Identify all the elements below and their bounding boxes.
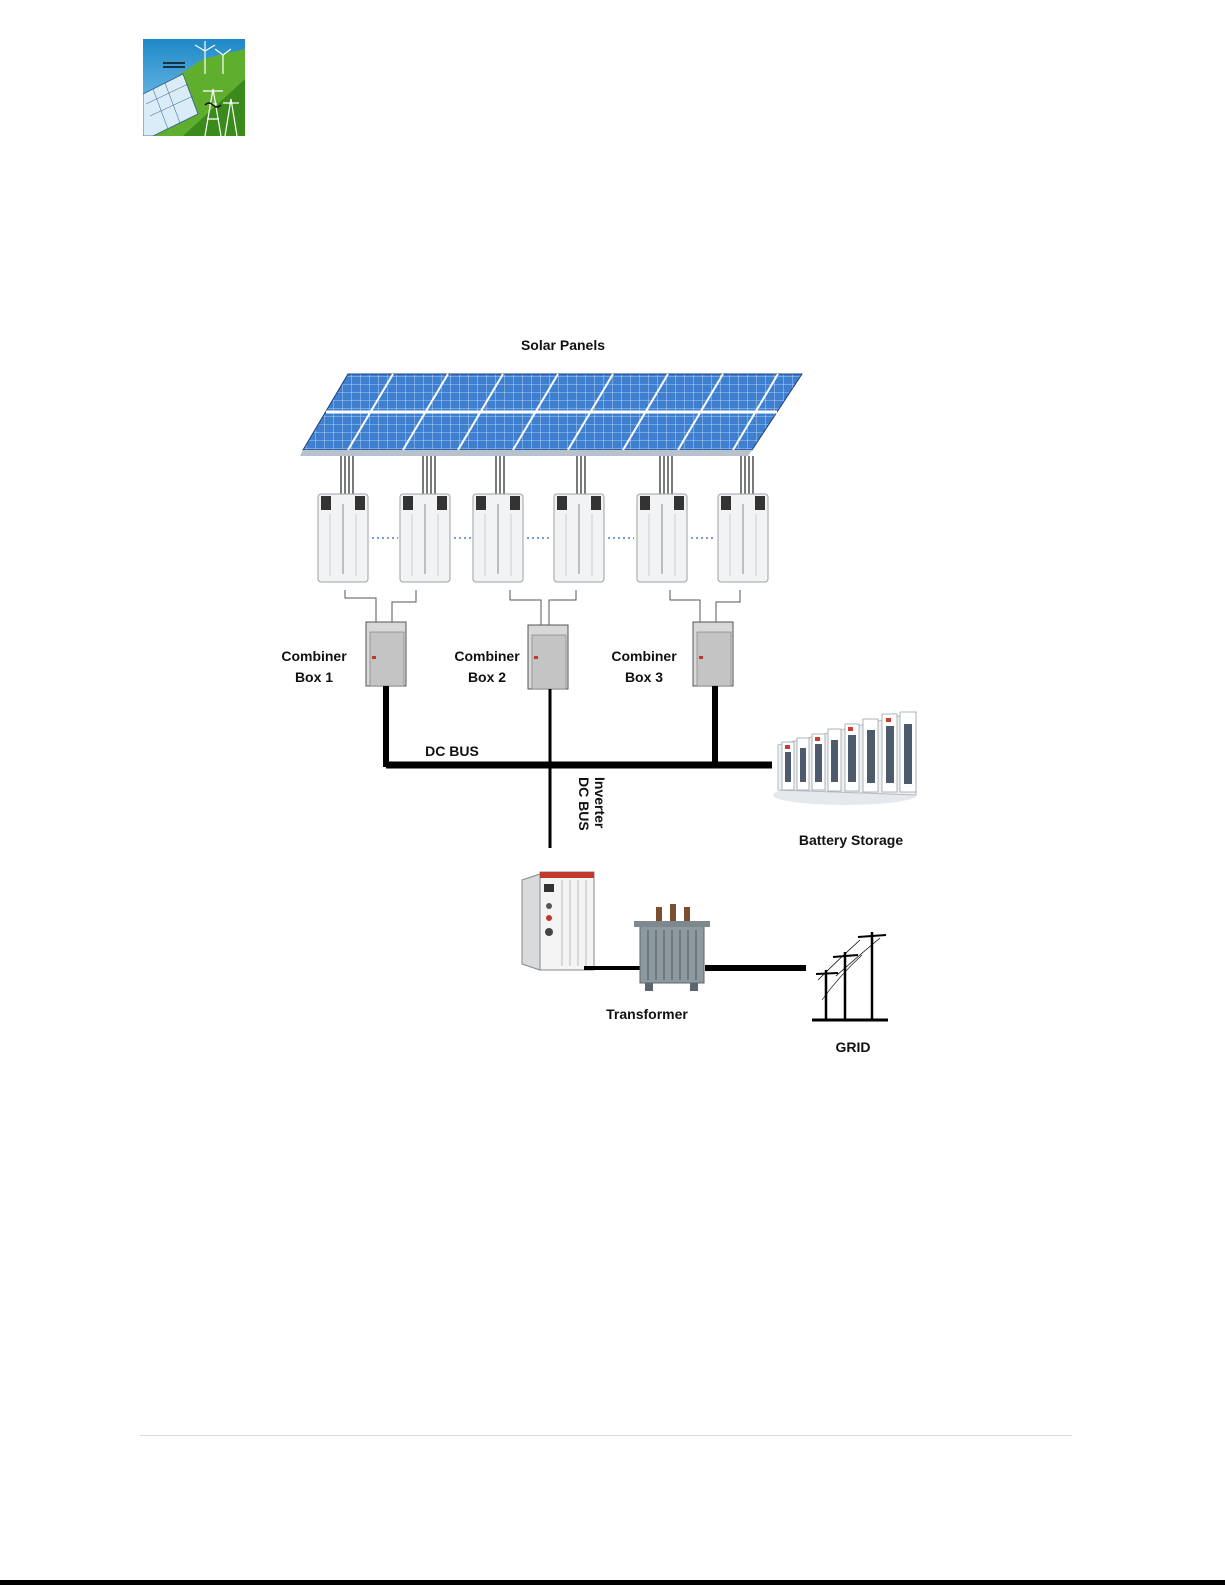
battery-storage-label: Battery Storage xyxy=(799,832,903,848)
central-inverter xyxy=(522,872,594,970)
page-bottom-edge xyxy=(0,1580,1225,1585)
combiner-box-2 xyxy=(528,625,568,689)
string-inverter xyxy=(718,494,768,582)
combiner-3-label-line1: Combiner xyxy=(611,648,677,664)
inverter-combiner-wires xyxy=(345,590,740,625)
combiner-box-1 xyxy=(366,622,406,686)
string-inverter xyxy=(554,494,604,582)
string-inverter xyxy=(637,494,687,582)
panel-cables xyxy=(341,456,753,500)
combiner-1-label-line2: Box 1 xyxy=(295,669,333,685)
grid-poles xyxy=(812,932,888,1020)
solar-panel-array xyxy=(300,374,802,456)
footer-divider xyxy=(140,1435,1072,1436)
solar-panels-label: Solar Panels xyxy=(521,337,605,353)
grid-label: GRID xyxy=(836,1039,871,1055)
transformer xyxy=(634,904,710,991)
inverter-dc-bus-label-line1: Inverter xyxy=(592,777,608,829)
combiner-1-label-line1: Combiner xyxy=(281,648,347,664)
string-inverter xyxy=(473,494,523,582)
string-inverters xyxy=(318,494,768,582)
combiner-2-label-line1: Combiner xyxy=(454,648,520,664)
inverter-dc-bus-label-line2: DC BUS xyxy=(576,777,592,831)
combiner-3-label-line2: Box 3 xyxy=(625,669,663,685)
string-inverter xyxy=(400,494,450,582)
string-inverter xyxy=(318,494,368,582)
dc-bus-label: DC BUS xyxy=(425,743,479,759)
combiner-2-label-line2: Box 2 xyxy=(468,669,506,685)
battery-storage xyxy=(773,712,917,805)
transformer-label: Transformer xyxy=(606,1006,688,1022)
combiner-box-3 xyxy=(693,622,733,686)
